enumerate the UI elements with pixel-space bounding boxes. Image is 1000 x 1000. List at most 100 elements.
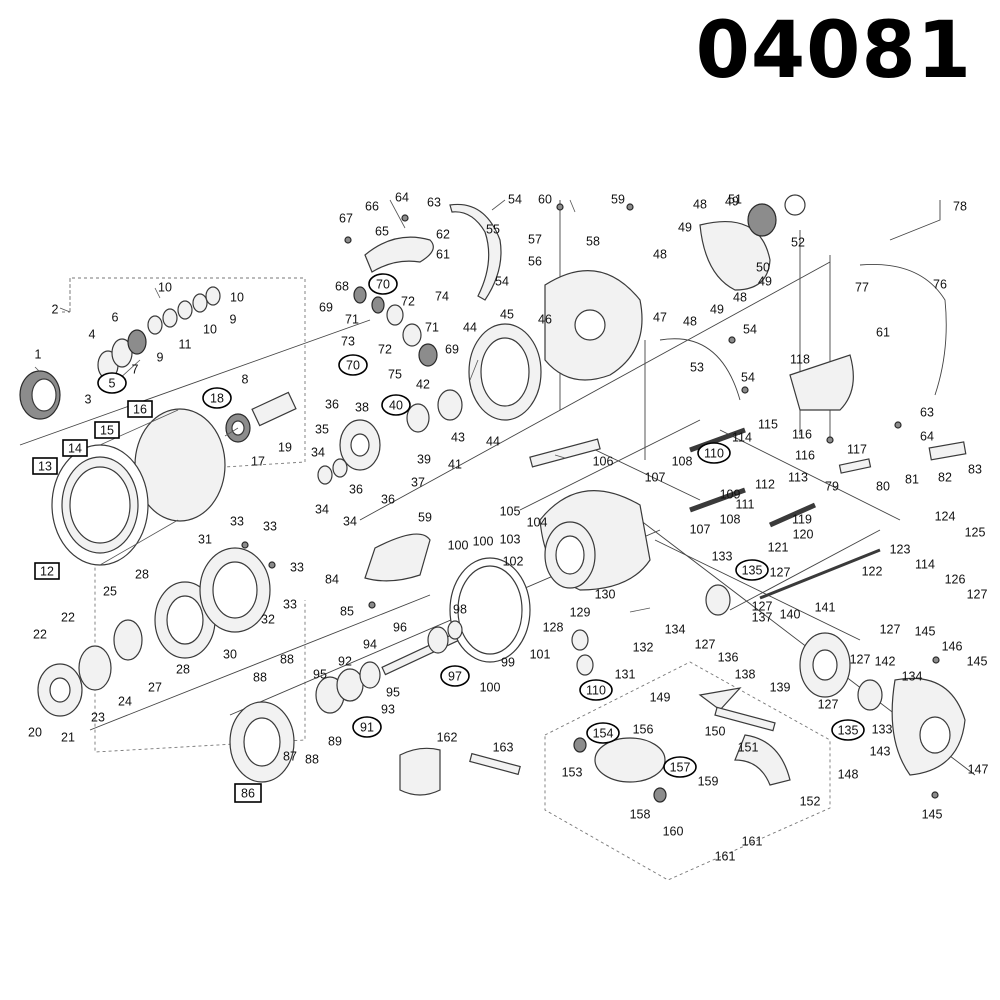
part-label-48a: 48 <box>693 197 707 211</box>
part-label-62: 62 <box>436 227 450 241</box>
svg-text:110: 110 <box>704 446 724 460</box>
part-label-120: 120 <box>793 527 814 541</box>
part-label-49d: 49 <box>710 302 724 316</box>
part-label-44b: 44 <box>486 434 500 448</box>
part-label-127e: 127 <box>850 652 871 666</box>
part-label-19: 19 <box>278 440 292 454</box>
part-label-54c: 54 <box>743 322 757 336</box>
part-label-141: 141 <box>815 600 836 614</box>
boxed-label-86: 86 <box>234 783 262 803</box>
part-label-50: 50 <box>756 260 770 274</box>
part-pinion-stack <box>317 389 463 485</box>
part-label-145a: 145 <box>915 624 936 638</box>
part-label-11: 11 <box>179 337 192 351</box>
svg-text:13: 13 <box>38 459 52 473</box>
part-label-6: 6 <box>112 310 119 324</box>
part-label-163: 163 <box>493 740 514 754</box>
part-label-126: 126 <box>945 572 966 586</box>
part-label-162: 162 <box>437 730 458 744</box>
part-label-156: 156 <box>633 722 654 736</box>
part-label-127f: 127 <box>818 697 839 711</box>
part-label-80: 80 <box>876 479 890 493</box>
circled-label-70b: 70 <box>338 354 368 376</box>
part-label-10c: 10 <box>203 322 217 336</box>
part-label-95b: 95 <box>386 685 400 699</box>
part-label-148: 148 <box>838 767 859 781</box>
part-label-93: 93 <box>381 702 395 716</box>
part-label-23: 23 <box>91 710 105 724</box>
part-label-68: 68 <box>335 279 349 293</box>
part-label-128: 128 <box>543 620 564 634</box>
part-label-88c: 88 <box>305 752 319 766</box>
part-label-25: 25 <box>103 584 117 598</box>
part-label-76: 76 <box>933 277 947 291</box>
part-label-69b: 69 <box>445 342 459 356</box>
part-label-9b: 9 <box>230 312 237 326</box>
circled-label-157: 157 <box>663 756 697 778</box>
part-label-22b: 22 <box>61 610 75 624</box>
part-label-49a: 49 <box>725 194 739 208</box>
svg-text:18: 18 <box>210 391 224 405</box>
circled-label-110b: 110 <box>579 679 613 701</box>
part-label-3: 3 <box>85 392 92 406</box>
part-label-54a: 54 <box>508 192 522 206</box>
part-label-109: 109 <box>720 487 741 501</box>
part-label-124: 124 <box>935 509 956 523</box>
part-handle-arm <box>698 687 791 786</box>
part-label-134a: 134 <box>665 622 686 636</box>
part-label-33b: 33 <box>263 519 277 533</box>
part-label-145b: 145 <box>967 654 988 668</box>
svg-text:91: 91 <box>360 720 374 734</box>
part-label-139: 139 <box>770 680 791 694</box>
part-label-36c: 36 <box>381 492 395 506</box>
part-label-130: 130 <box>595 587 616 601</box>
part-label-81: 81 <box>905 472 919 486</box>
part-label-45: 45 <box>500 307 514 321</box>
part-label-57: 57 <box>528 232 542 246</box>
part-label-104: 104 <box>527 515 548 529</box>
circled-label-135a: 135 <box>735 559 769 581</box>
part-label-112: 112 <box>755 477 775 491</box>
part-label-105: 105 <box>500 504 521 518</box>
part-label-54b: 54 <box>495 274 509 288</box>
part-label-43: 43 <box>451 430 465 444</box>
part-label-121: 121 <box>768 540 789 554</box>
part-label-46: 46 <box>538 312 552 326</box>
part-label-65: 65 <box>375 224 389 238</box>
part-label-7: 7 <box>132 362 139 376</box>
part-label-48c: 48 <box>733 290 747 304</box>
part-label-129: 129 <box>570 605 591 619</box>
part-label-101: 101 <box>530 647 551 661</box>
part-label-48d: 48 <box>683 314 697 328</box>
part-label-34b: 34 <box>315 502 329 516</box>
part-oscillation-gears <box>229 661 381 783</box>
part-label-72a: 72 <box>401 294 415 308</box>
boxed-label-16: 16 <box>127 400 153 418</box>
part-label-99: 99 <box>501 655 515 669</box>
part-label-118: 118 <box>790 352 810 366</box>
part-label-34a: 34 <box>311 445 325 459</box>
part-label-69a: 69 <box>319 300 333 314</box>
part-label-146: 146 <box>942 639 963 653</box>
part-label-28b: 28 <box>176 662 190 676</box>
part-label-140: 140 <box>780 607 801 621</box>
part-label-133a: 133 <box>712 549 733 563</box>
part-label-96: 96 <box>393 620 407 634</box>
part-label-98: 98 <box>453 602 467 616</box>
circled-label-97: 97 <box>440 665 470 687</box>
part-label-10a: 10 <box>158 280 172 294</box>
part-label-88a: 88 <box>280 652 294 666</box>
part-label-59a: 59 <box>611 192 625 206</box>
part-gear-shaft-rod <box>689 427 967 600</box>
part-main-shaft <box>381 620 463 676</box>
part-side-cover <box>857 677 966 776</box>
svg-text:12: 12 <box>40 564 54 578</box>
circled-part-labels: 5 18 40 70 70 91 97 110 110 135 135 154 … <box>97 273 865 778</box>
part-label-24: 24 <box>118 694 132 708</box>
part-label-111: 111 <box>735 497 754 511</box>
part-label-79: 79 <box>825 479 839 493</box>
part-label-55: 55 <box>486 222 500 236</box>
part-label-64a: 64 <box>395 190 409 204</box>
part-stand-leg <box>789 354 854 411</box>
part-label-4: 4 <box>89 327 96 341</box>
